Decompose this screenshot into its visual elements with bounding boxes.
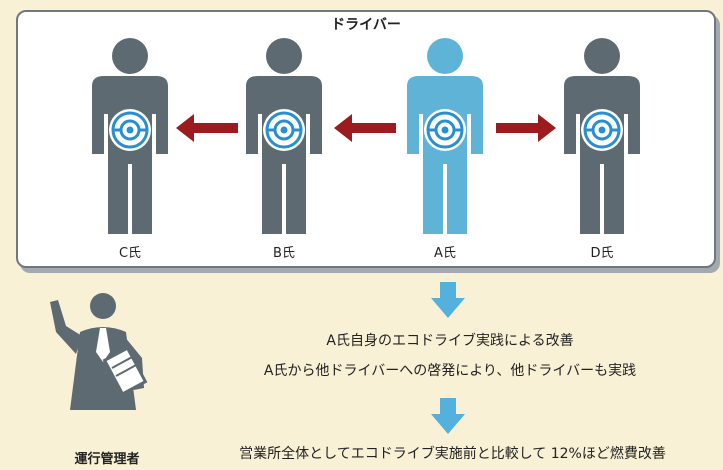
arrow-left-icon <box>176 114 238 142</box>
driver-name-c: C氏 <box>118 246 142 261</box>
down-arrow-icon <box>431 282 465 318</box>
driver-figure-b <box>236 36 332 236</box>
step-line-2: A氏から他ドライバーへの啓発により、他ドライバーも実践 <box>263 363 637 379</box>
driver-name-a: A氏 <box>434 246 456 261</box>
driver-name-d: D氏 <box>590 246 614 261</box>
panel-title: ドライバー <box>331 17 401 33</box>
down-arrow-icon <box>431 398 465 434</box>
manager-icon <box>50 293 148 410</box>
arrow-right-icon <box>496 114 556 142</box>
driver-figure-c <box>82 36 178 236</box>
arrow-left-icon <box>334 114 396 142</box>
driver-figure-a <box>397 36 493 236</box>
result-line: 営業所全体としてエコドライブ実施前と比較して 12%ほど燃費改善 <box>239 446 666 462</box>
step-line-1: A氏自身のエコドライブ実践による改善 <box>326 333 574 349</box>
manager-label: 運行管理者 <box>74 452 140 467</box>
driver-name-b: B氏 <box>273 246 295 261</box>
driver-figure-d <box>554 36 650 236</box>
